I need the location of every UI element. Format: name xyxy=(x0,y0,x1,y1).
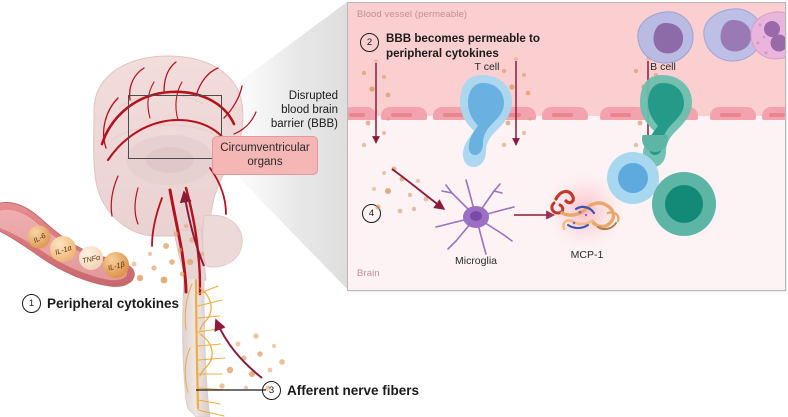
step3-leader-line xyxy=(196,389,266,391)
cytokine-diffusion-to-brain xyxy=(131,190,205,284)
t-cell-label: T cell xyxy=(474,61,500,73)
bbb-callout: Disrupted blood brain barrier (BBB) xyxy=(252,90,338,131)
step-2-line2: peripheral cytokines xyxy=(386,46,499,60)
step-1: 1 Peripheral cytokines xyxy=(22,294,179,313)
endothelial-cell xyxy=(710,107,756,120)
cvo-callout-line2: organs xyxy=(247,155,283,168)
step-2-number: 2 xyxy=(360,33,379,52)
microglia-label: Microglia xyxy=(454,255,497,267)
blood-vessel-region-label: Blood vessel (permeable) xyxy=(357,9,468,20)
step-2: 2 BBB becomes permeable to peripheral cy… xyxy=(360,32,540,62)
mcp1-label: MCP-1 xyxy=(570,249,604,261)
endothelial-cell xyxy=(348,107,376,120)
cytokine-label: IL-1β xyxy=(107,259,126,272)
step-1-label: Peripheral cytokines xyxy=(47,296,180,311)
cytokine-transit-arrows xyxy=(361,57,663,253)
monocyte-cell-1 xyxy=(637,11,694,64)
b-cell-label: B cell xyxy=(650,61,676,73)
step-3-number: 3 xyxy=(262,381,281,400)
migrated-b-cell-partial xyxy=(642,135,668,152)
mcp1-protein-structure xyxy=(550,189,620,231)
step-4-number: 4 xyxy=(362,204,381,223)
circumventricular-organs-callout: Circumventricular organs xyxy=(212,136,318,176)
step-1-number: 1 xyxy=(22,294,41,313)
migrated-b-cell xyxy=(652,172,716,236)
endothelial-cell xyxy=(600,107,646,120)
cytokine-label: TNFα xyxy=(81,253,101,266)
bbb-callout-line3: barrier (BBB) xyxy=(270,117,338,130)
endothelial-cell xyxy=(762,107,785,120)
cytokine-il6: IL-6 xyxy=(27,225,51,249)
brain-and-spinal-cord-illustration xyxy=(93,55,257,417)
microglia-cell xyxy=(435,179,515,255)
migrated-t-cell xyxy=(607,152,659,204)
endothelial-cell xyxy=(381,107,427,120)
granulocyte-cell xyxy=(750,11,785,60)
cvo-callout-line1: Circumventricular xyxy=(220,142,310,154)
cytokine-il1a: IL-1α xyxy=(50,236,76,262)
brain-zoom-region-box xyxy=(128,95,222,159)
cytokine-spheres: IL-6 IL-1α TNFα IL-1β xyxy=(27,225,129,278)
bbb-callout-line2: blood brain xyxy=(281,103,338,116)
step-3-label: Afferent nerve fibers xyxy=(287,383,420,398)
cytokine-il1b: IL-1β xyxy=(103,252,129,278)
bbb-callout-line1: Disrupted xyxy=(288,90,338,102)
cytokine-tnfa: TNFα xyxy=(79,246,103,270)
bbb-zoom-panel: Blood vessel (permeable) Brain 2 BBB bec… xyxy=(347,2,786,291)
t-cell-diapedesis xyxy=(460,75,512,167)
endothelial-cell xyxy=(542,107,588,120)
step-2-line1: BBB becomes permeable to xyxy=(386,32,540,45)
brain-region-label: Brain xyxy=(357,268,380,279)
step-3: 3 Afferent nerve fibers xyxy=(262,381,419,400)
